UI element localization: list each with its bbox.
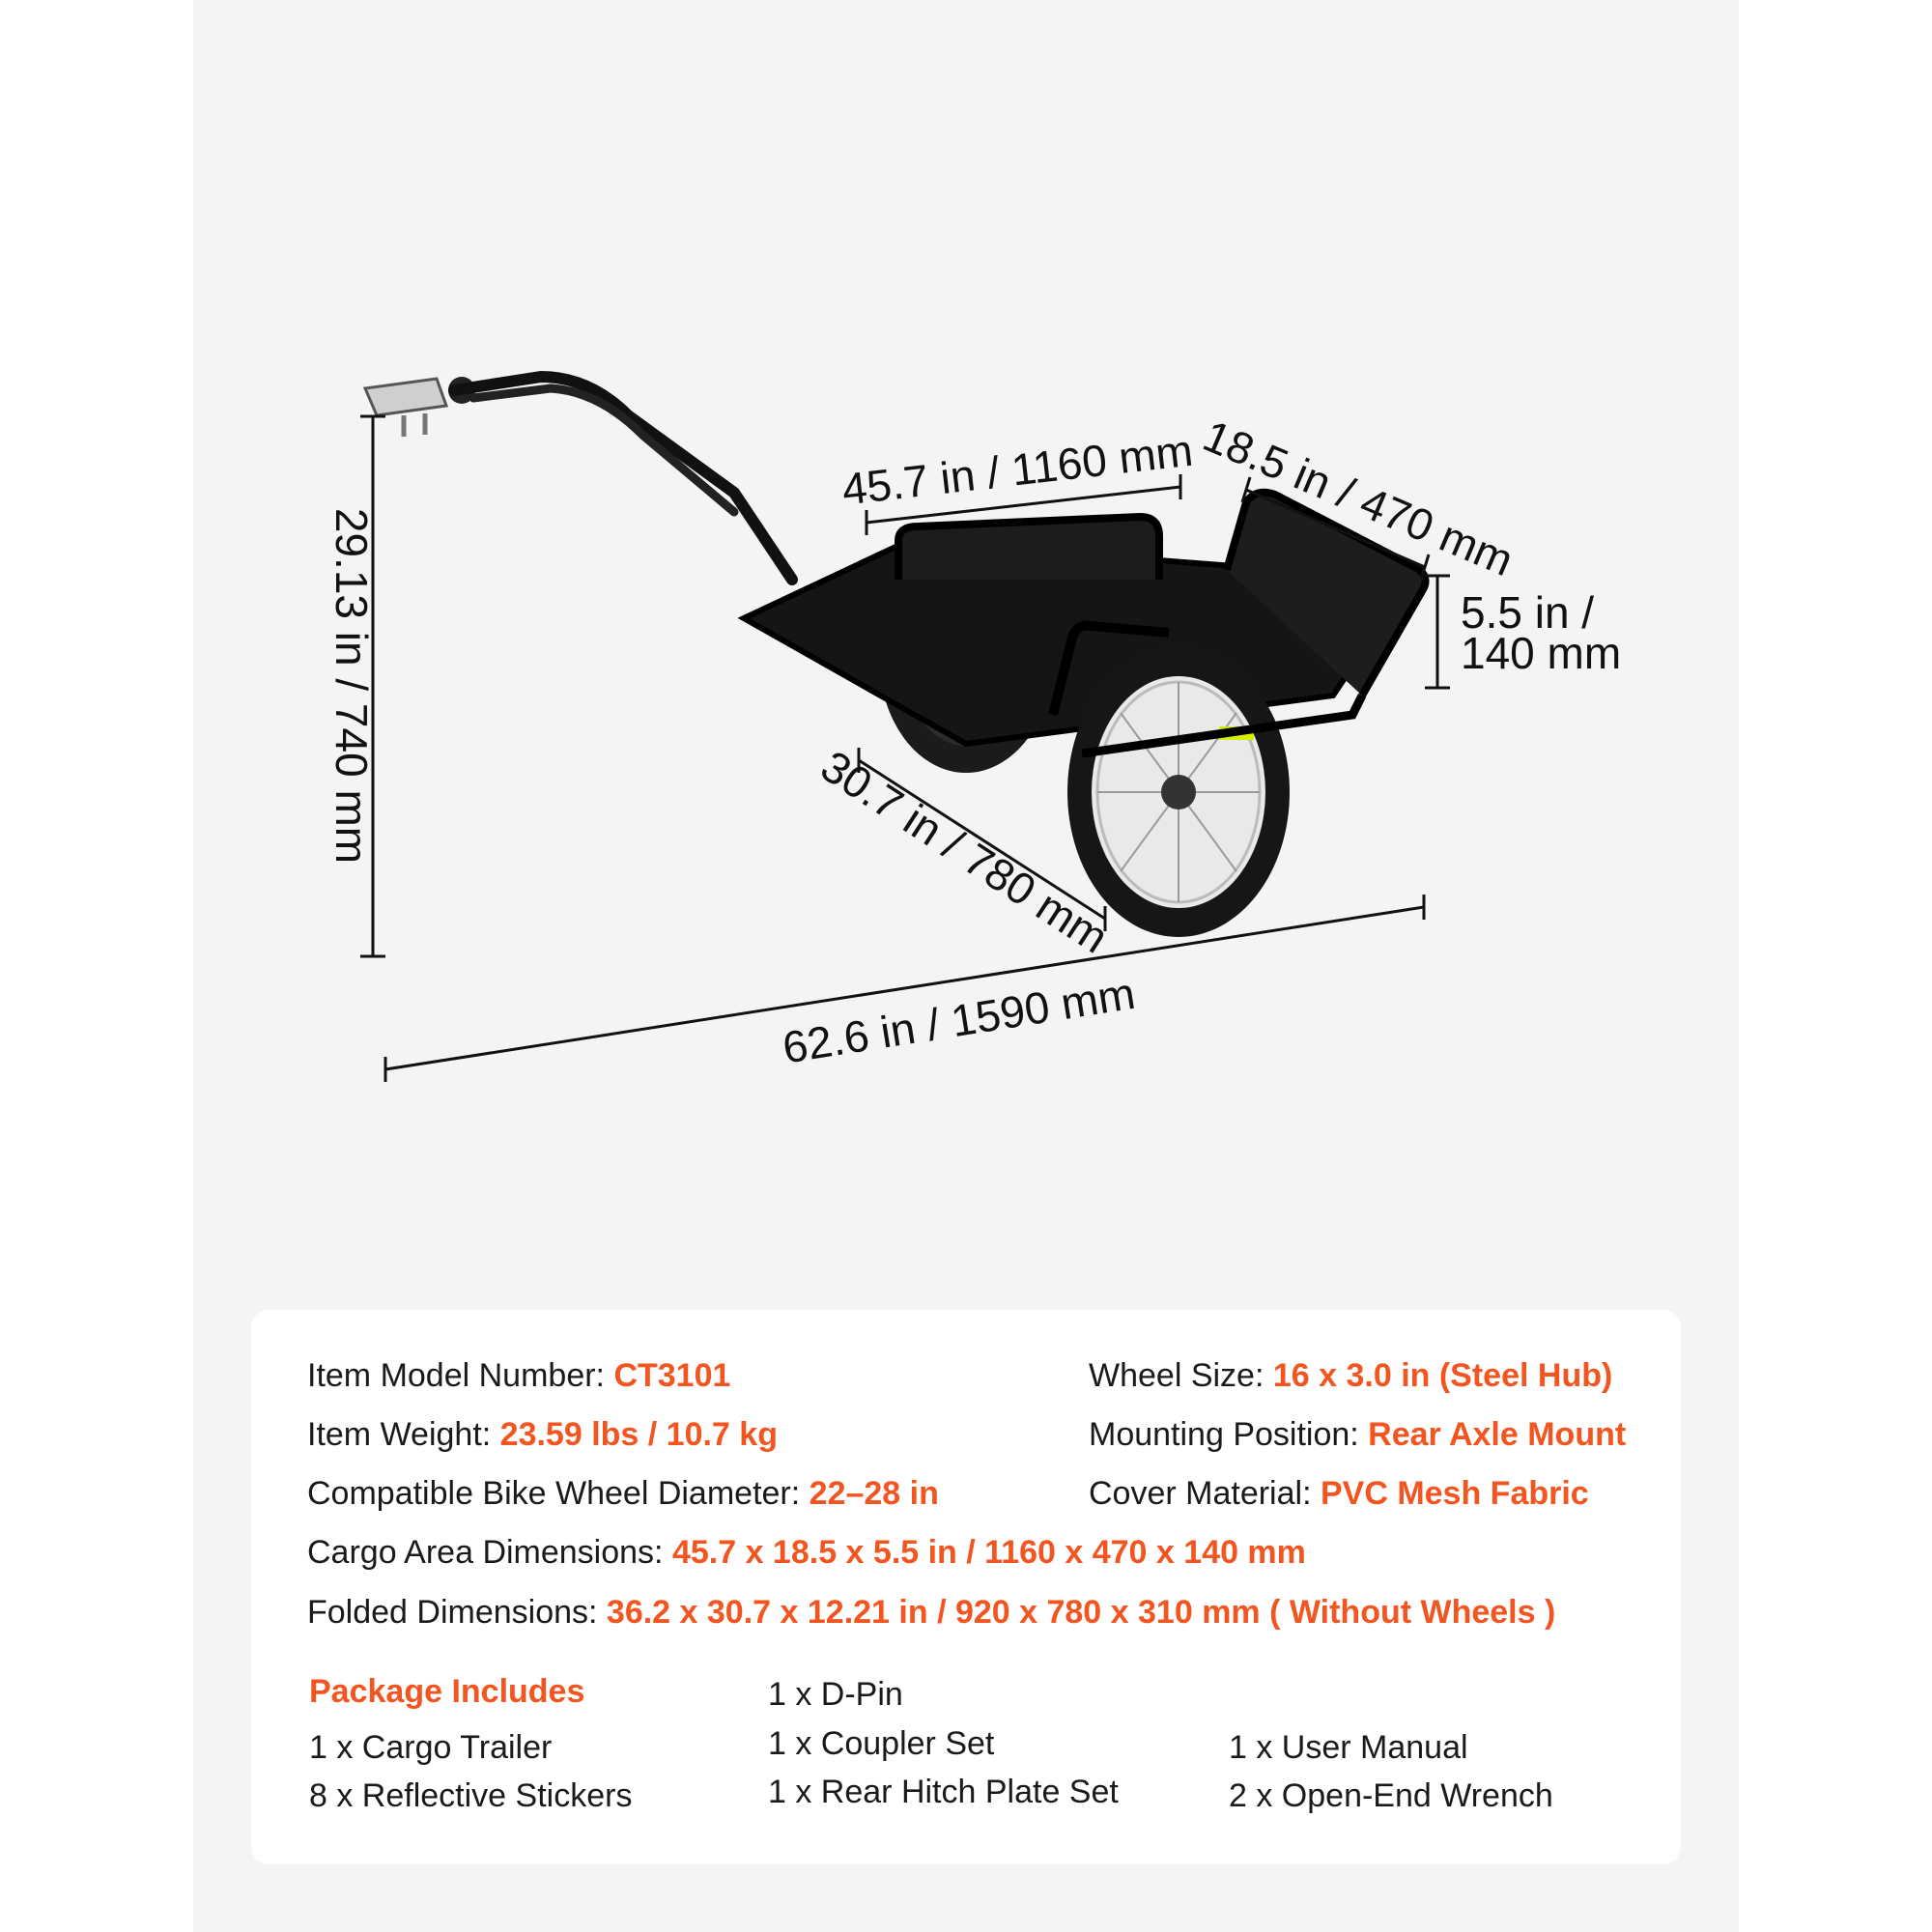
- spec-mounting: Mounting Position: Rear Axle Mount: [1089, 1416, 1626, 1454]
- dim-depth-label-line1: 5.5 in /: [1461, 587, 1594, 638]
- spec-weight-label: Item Weight:: [307, 1416, 500, 1453]
- spec-model-label: Item Model Number:: [307, 1357, 614, 1394]
- dim-length-label: 45.7 in / 1160 mm: [839, 425, 1195, 515]
- spec-weight-value: 23.59 lbs / 10.7 kg: [499, 1416, 778, 1453]
- package-item: 1 x D-Pin: [768, 1676, 903, 1713]
- spec-wheel-size-value: 16 x 3.0 in (Steel Hub): [1272, 1357, 1613, 1394]
- spec-cover-label: Cover Material:: [1089, 1475, 1321, 1512]
- dimension-lines: [360, 414, 1450, 1082]
- spec-cargo-label: Cargo Area Dimensions:: [307, 1534, 672, 1571]
- package-item: 8 x Reflective Stickers: [309, 1777, 633, 1814]
- package-item: 2 x Open-End Wrench: [1229, 1777, 1553, 1814]
- spec-cover-value: PVC Mesh Fabric: [1320, 1475, 1589, 1512]
- spec-folded-label: Folded Dimensions:: [307, 1594, 607, 1631]
- spec-wheel-size-label: Wheel Size:: [1089, 1357, 1273, 1394]
- spec-folded-dimensions: Folded Dimensions: 36.2 x 30.7 x 12.21 i…: [307, 1594, 1555, 1632]
- package-item: 1 x Rear Hitch Plate Set: [768, 1774, 1119, 1810]
- dim-height-label: 29.13 in / 740 mm: [327, 508, 377, 864]
- dim-depth-label-line2: 140 mm: [1461, 628, 1621, 678]
- spec-wheel-diameter-label: Compatible Bike Wheel Diameter:: [307, 1475, 810, 1512]
- spec-cargo-dimensions: Cargo Area Dimensions: 45.7 x 18.5 x 5.5…: [307, 1534, 1306, 1572]
- spec-mounting-value: Rear Axle Mount: [1368, 1416, 1627, 1453]
- package-item: 1 x Cargo Trailer: [309, 1729, 553, 1766]
- spec-cover-material: Cover Material: PVC Mesh Fabric: [1089, 1475, 1589, 1513]
- package-includes-title: Package Includes: [309, 1673, 585, 1710]
- trailer-dimension-figure: 45.7 in / 1160 mm 18.5 in / 470 mm 5.5 i…: [327, 370, 1621, 1082]
- spec-mounting-label: Mounting Position:: [1089, 1416, 1369, 1453]
- spec-model: Item Model Number: CT3101: [307, 1357, 730, 1395]
- cargo-trailer-image: [362, 370, 1430, 937]
- package-item: 1 x Coupler Set: [768, 1725, 995, 1762]
- spec-model-value: CT3101: [613, 1357, 731, 1394]
- spec-wheel-diameter-value: 22–28 in: [809, 1475, 939, 1512]
- spec-cargo-value: 45.7 x 18.5 x 5.5 in / 1160 x 470 x 140 …: [671, 1534, 1306, 1571]
- spec-weight: Item Weight: 23.59 lbs / 10.7 kg: [307, 1416, 778, 1454]
- spec-wheel-size: Wheel Size: 16 x 3.0 in (Steel Hub): [1089, 1357, 1612, 1395]
- spec-folded-value: 36.2 x 30.7 x 12.21 in / 920 x 780 x 310…: [606, 1594, 1556, 1631]
- spec-card: [251, 1310, 1681, 1864]
- spec-wheel-diameter: Compatible Bike Wheel Diameter: 22–28 in: [307, 1475, 939, 1513]
- package-item: 1 x User Manual: [1229, 1729, 1468, 1766]
- dim-overall-length-label: 62.6 in / 1590 mm: [780, 968, 1139, 1073]
